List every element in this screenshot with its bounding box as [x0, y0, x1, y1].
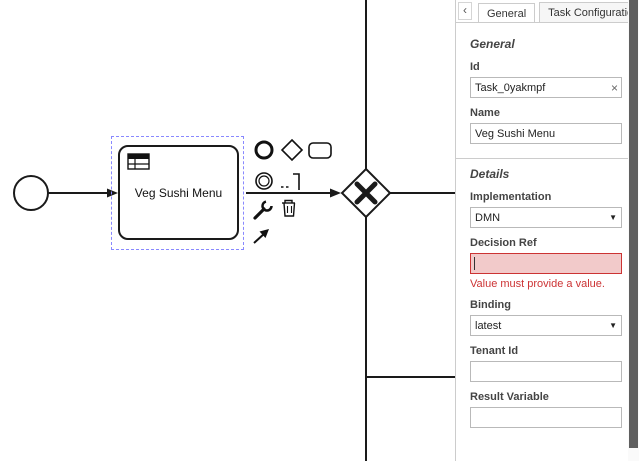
delete-trash-icon[interactable] — [282, 199, 296, 217]
append-gateway-icon[interactable] — [280, 138, 304, 162]
tab-general[interactable]: General — [478, 3, 536, 22]
implementation-selected-value: DMN — [475, 211, 501, 224]
diagram-svg — [13, 0, 456, 461]
decision-ref-input[interactable] — [470, 253, 622, 274]
chevron-down-icon: ▼ — [609, 321, 617, 330]
properties-tabs: General Task Configuration — [474, 2, 628, 22]
append-end-event-icon[interactable] — [254, 140, 274, 160]
tenant-id-input[interactable] — [470, 361, 622, 382]
properties-panel-body: General Id × Name Details Implementation… — [456, 23, 628, 436]
append-intermediate-event-icon[interactable] — [255, 172, 273, 190]
binding-selected-value: latest — [475, 319, 502, 332]
result-variable-field-label: Result Variable — [470, 391, 549, 403]
connect-arrow-icon[interactable] — [253, 229, 269, 244]
vertical-scrollbar — [628, 0, 639, 461]
change-type-wrench-icon[interactable] — [253, 200, 273, 220]
text-cursor — [474, 257, 475, 270]
context-pad — [253, 138, 332, 244]
id-field-label: Id — [470, 61, 480, 73]
selection-outline — [111, 136, 244, 250]
start-event[interactable] — [13, 175, 49, 211]
general-group-heading: General — [470, 37, 515, 51]
gateway-x-marker — [354, 181, 378, 205]
business-rule-task[interactable]: Veg Sushi Menu — [118, 145, 239, 240]
tenant-id-field-label: Tenant Id — [470, 345, 519, 357]
chevron-down-icon: ▼ — [609, 213, 617, 222]
business-rule-task-icon — [127, 153, 150, 170]
flow-arrowheads — [107, 188, 341, 198]
id-input[interactable] — [470, 77, 622, 98]
implementation-select[interactable]: DMN ▼ — [470, 207, 622, 228]
diagram-canvas[interactable]: Veg Sushi Menu — [0, 0, 456, 461]
binding-field-label: Binding — [470, 299, 511, 311]
append-text-annotation-icon[interactable] — [281, 173, 300, 190]
clear-id-icon[interactable]: × — [610, 80, 618, 95]
collapse-panel-button[interactable]: ‹ — [458, 2, 472, 20]
properties-panel: ‹ General Task Configuration General Id … — [455, 0, 628, 461]
decision-ref-error-message: Value must provide a value. — [470, 278, 605, 290]
scrollbar-thumb[interactable] — [629, 0, 638, 448]
result-variable-input[interactable] — [470, 407, 622, 428]
append-task-icon[interactable] — [308, 142, 332, 159]
binding-select[interactable]: latest ▼ — [470, 315, 622, 336]
task-label: Veg Sushi Menu — [134, 185, 223, 200]
section-divider — [456, 158, 628, 159]
sequence-flows[interactable] — [48, 0, 456, 461]
details-group-heading: Details — [470, 167, 510, 181]
tab-task-configuration[interactable]: Task Configuration — [539, 2, 628, 22]
exclusive-gateway[interactable] — [340, 167, 392, 219]
name-input[interactable] — [470, 123, 622, 144]
implementation-field-label: Implementation — [470, 191, 552, 203]
name-field-label: Name — [470, 107, 500, 119]
decision-ref-field-label: Decision Ref — [470, 237, 537, 249]
properties-panel-header: ‹ General Task Configuration — [456, 0, 628, 23]
